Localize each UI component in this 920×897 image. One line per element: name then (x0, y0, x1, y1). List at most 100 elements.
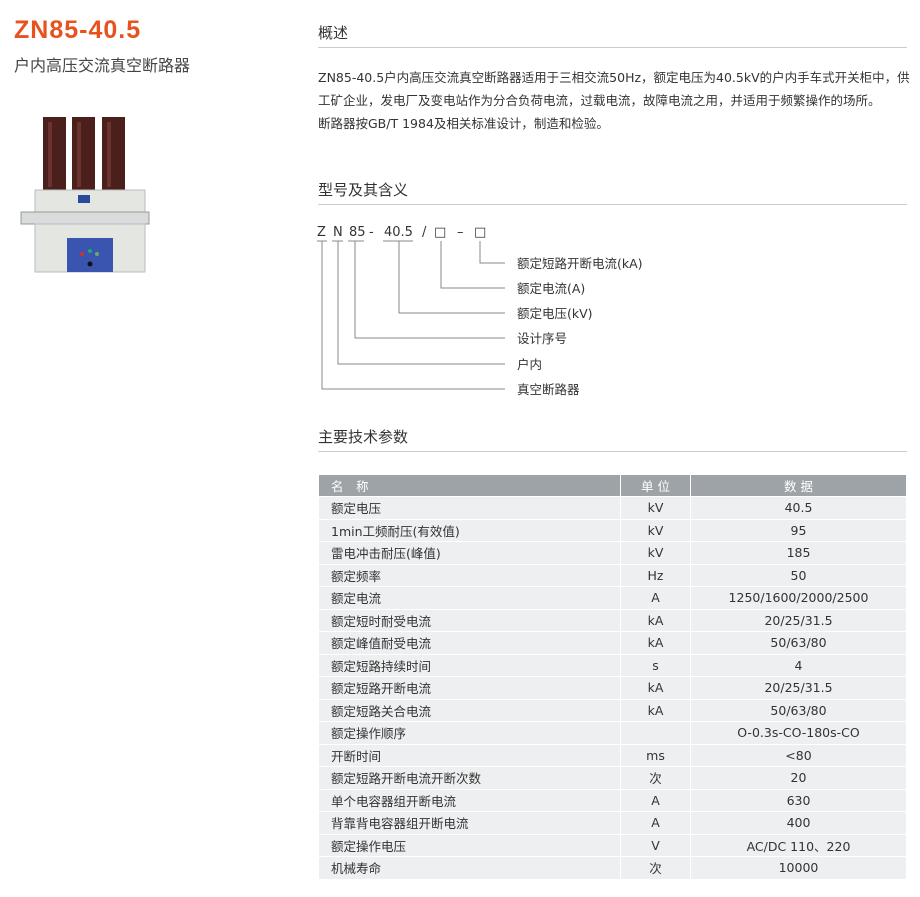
param-value: 185 (690, 541, 907, 565)
param-unit: kV (620, 496, 691, 520)
param-name: 雷电冲击耐压(峰值) (318, 541, 621, 565)
param-unit: kA (620, 631, 691, 655)
divider (318, 47, 907, 48)
param-value: 4 (690, 653, 907, 677)
param-name: 额定电压 (318, 496, 621, 520)
code-label: 户内 (517, 357, 542, 372)
param-name: 额定短路关合电流 (318, 698, 621, 722)
param-value: 50/63/80 (690, 631, 907, 655)
param-unit: V (620, 833, 691, 857)
param-name: 额定短路开断电流开断次数 (318, 766, 621, 790)
param-unit: 次 (620, 856, 691, 880)
product-title: ZN85-40.5 (14, 16, 142, 44)
divider (318, 451, 907, 452)
param-unit: kA (620, 608, 691, 632)
param-name: 额定短时耐受电流 (318, 608, 621, 632)
code-part: Z (317, 225, 326, 240)
code-label: 额定短路开断电流(kA) (517, 256, 643, 271)
code-label: 真空断路器 (517, 382, 580, 397)
param-value: 50 (690, 563, 907, 587)
param-value: 20 (690, 766, 907, 790)
code-part: – (457, 225, 464, 240)
overview-text: ZN85-40.5户内高压交流真空断路器适用于三相交流50Hz，额定电压为40.… (318, 66, 910, 135)
code-label: 设计序号 (517, 331, 567, 346)
param-name: 额定频率 (318, 563, 621, 587)
param-name: 背靠背电容器组开断电流 (318, 811, 621, 835)
code-part: / (422, 225, 427, 240)
param-unit: kA (620, 698, 691, 722)
param-unit: kA (620, 676, 691, 700)
param-unit: A (620, 586, 691, 610)
param-unit: A (620, 788, 691, 812)
overview-paragraph: 断路器按GB/T 1984及相关标准设计，制造和检验。 (318, 116, 609, 131)
code-part: N (333, 225, 343, 240)
param-name: 开断时间 (318, 743, 621, 767)
column-header: 名 称 (318, 474, 621, 497)
column-header: 数 据 (690, 474, 907, 497)
code-part: 40.5 (384, 225, 413, 240)
code-part: □ (434, 225, 446, 240)
model-heading: 型号及其含义 (318, 181, 409, 199)
code-label: 额定电压(kV) (517, 306, 593, 321)
column-header: 单 位 (620, 474, 691, 497)
code-part: - (369, 225, 374, 240)
code-label: 额定电流(A) (517, 281, 585, 296)
model-code-diagram: Z N 85 - 40.5 / □ – □ 额定短路开断电流(kA) 额定电流(… (317, 225, 643, 397)
param-value: 20/25/31.5 (690, 676, 907, 700)
param-name: 1min工频耐压(有效值) (318, 518, 621, 542)
param-value: 95 (690, 518, 907, 542)
product-image (20, 117, 150, 273)
param-name: 额定短路开断电流 (318, 676, 621, 700)
param-value: 20/25/31.5 (690, 608, 907, 632)
param-value: 40.5 (690, 496, 907, 520)
param-name: 额定短路持续时间 (318, 653, 621, 677)
param-value: <80 (690, 743, 907, 767)
param-name: 单个电容器组开断电流 (318, 788, 621, 812)
param-unit: 次 (620, 766, 691, 790)
param-value: O-0.3s-CO-180s-CO (690, 721, 907, 745)
table-row: 额定操作顺序 O-0.3s-CO-180s-CO (318, 721, 907, 745)
param-value: AC/DC 110、220 (690, 833, 907, 857)
param-unit: ms (620, 743, 691, 767)
param-unit (620, 721, 691, 745)
param-unit: s (620, 653, 691, 677)
divider (318, 204, 907, 205)
specs-heading: 主要技术参数 (318, 428, 409, 446)
param-name: 额定峰值耐受电流 (318, 631, 621, 655)
param-value: 630 (690, 788, 907, 812)
param-unit: Hz (620, 563, 691, 587)
overview-heading: 概述 (318, 24, 349, 42)
param-unit: kV (620, 518, 691, 542)
code-part: □ (474, 225, 486, 240)
param-name: 额定电流 (318, 586, 621, 610)
param-value: 10000 (690, 856, 907, 880)
param-unit: kV (620, 541, 691, 565)
code-part: 85 (349, 225, 366, 240)
overview-paragraph: ZN85-40.5户内高压交流真空断路器适用于三相交流50Hz，额定电压为40.… (318, 70, 910, 108)
param-value: 1250/1600/2000/2500 (690, 586, 907, 610)
param-value: 400 (690, 811, 907, 835)
param-value: 50/63/80 (690, 698, 907, 722)
param-name: 额定操作电压 (318, 833, 621, 857)
param-unit: A (620, 811, 691, 835)
param-name: 机械寿命 (318, 856, 621, 880)
product-subtitle: 户内高压交流真空断路器 (14, 56, 191, 75)
param-name: 额定操作顺序 (318, 721, 621, 745)
